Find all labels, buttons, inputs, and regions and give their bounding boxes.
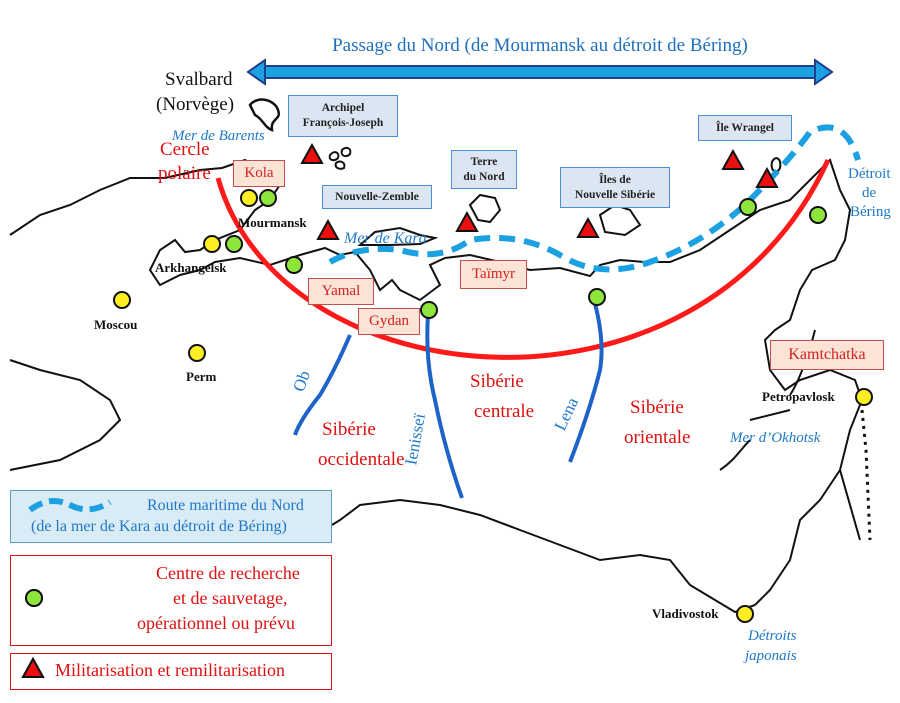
label-cercle: Cercle bbox=[160, 139, 210, 160]
city-arkhangelsk: Arkhangelsk bbox=[155, 260, 227, 275]
legend-route: Route maritime du Nord (de la mer de Kar… bbox=[10, 490, 332, 543]
region-occidentale-2: occidentale bbox=[318, 449, 405, 470]
region-orientale-2: orientale bbox=[624, 427, 691, 448]
legend-centre-label-2: et de sauvetage, bbox=[173, 588, 288, 608]
passage-arrow bbox=[246, 58, 834, 86]
region-orientale-1: Sibérie bbox=[630, 397, 684, 418]
peninsula-gydan: Gydan bbox=[358, 308, 420, 335]
river-lena bbox=[568, 299, 604, 463]
city-vladivostok: Vladivostok bbox=[652, 606, 719, 621]
northern-sea-route bbox=[328, 124, 861, 273]
city-moscou: Moscou bbox=[94, 317, 138, 332]
legend-route-sublabel: (de la mer de Kara au détroit de Béring) bbox=[31, 518, 287, 535]
label-bering-2: de bbox=[862, 185, 877, 201]
island-nouvelle-zemble: Nouvelle-Zemble bbox=[322, 185, 432, 209]
label-bering-1: Détroit bbox=[848, 166, 891, 182]
legend-centre-label-3: opérationnel ou prévu bbox=[137, 613, 295, 633]
legend-centre-label-1: Centre de recherche bbox=[156, 563, 300, 583]
city-perm: Perm bbox=[186, 369, 217, 384]
legend-centre: Centre de recherche et de sauvetage, opé… bbox=[10, 555, 332, 646]
peninsula-kamtchatka: Kamtchatka bbox=[770, 340, 884, 370]
city-mourmansk: Mourmansk bbox=[238, 215, 307, 230]
label-bering-3: Béring bbox=[850, 204, 891, 220]
label-japon-1: Détroits bbox=[748, 628, 797, 644]
label-norvege: (Norvège) bbox=[156, 94, 235, 115]
kuril-dotted-line bbox=[860, 409, 872, 541]
river-ienissei bbox=[425, 314, 464, 499]
island-wrangel: Île Wrangel bbox=[698, 115, 792, 141]
label-svalbard: Svalbard bbox=[165, 69, 233, 90]
label-okhotsk: Mer d’Okhotsk bbox=[730, 430, 821, 446]
peninsula-taimyr: Taïmyr bbox=[460, 260, 527, 289]
region-centrale-1: Sibérie bbox=[470, 371, 524, 392]
region-centrale-2: centrale bbox=[474, 401, 535, 422]
label-barents: Mer de Barents bbox=[172, 128, 265, 144]
map-title: Passage du Nord (de Mourmansk au détroit… bbox=[332, 35, 748, 56]
label-kara: Mer de Kara bbox=[344, 230, 427, 247]
label-polaire: polaire bbox=[158, 163, 211, 184]
city-petropavlosk: Petropavlosk bbox=[762, 389, 835, 404]
peninsula-yamal: Yamal bbox=[308, 278, 374, 305]
cities bbox=[113, 189, 873, 623]
label-japon-2: japonais bbox=[745, 648, 797, 664]
legend-military: Militarisation et remilitarisation bbox=[10, 653, 332, 690]
region-occidentale-1: Sibérie bbox=[322, 419, 376, 440]
centres bbox=[25, 189, 827, 607]
legend-military-label: Militarisation et remilitarisation bbox=[55, 660, 285, 680]
polar-circle bbox=[215, 158, 831, 360]
legend-route-label: Route maritime du Nord bbox=[147, 497, 304, 514]
rivers bbox=[293, 299, 604, 499]
peninsula-kola: Kola bbox=[233, 160, 285, 187]
river-ob bbox=[293, 334, 352, 436]
